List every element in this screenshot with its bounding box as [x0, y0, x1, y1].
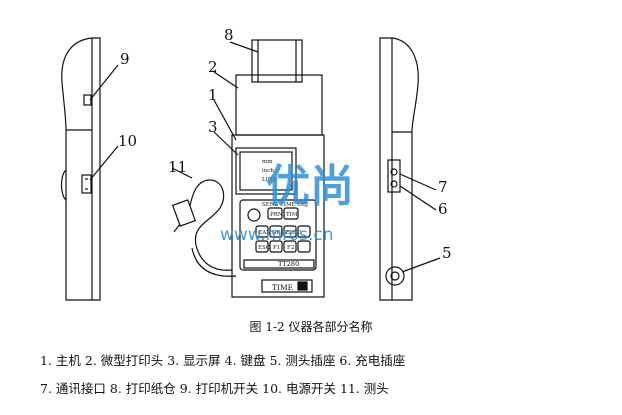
probe-socket [385, 266, 405, 286]
key[interactable] [283, 240, 297, 253]
probe-head [171, 199, 197, 227]
right-side-view [379, 37, 419, 301]
key[interactable] [297, 225, 311, 238]
key-label: F2 [287, 245, 294, 251]
callout-7: 7 [438, 178, 448, 196]
probe [171, 179, 237, 277]
key-label: ESC [258, 245, 270, 251]
key-label: PRN [270, 212, 283, 218]
keypad [239, 199, 317, 271]
power-switch[interactable] [81, 174, 92, 194]
key[interactable] [269, 240, 283, 253]
keypad-header: SENS TIME OBJ [262, 202, 308, 208]
callout-6: 6 [438, 200, 448, 218]
callout-9: 9 [120, 50, 130, 68]
screen-line-2: inch [262, 168, 274, 174]
watermark-url: www.mros.cn [220, 225, 334, 245]
key-label: TIM [286, 212, 298, 218]
leader-lines [89, 41, 441, 273]
callout-10: 10 [118, 132, 137, 150]
charging-socket [390, 180, 398, 188]
key-label: DEL [272, 230, 284, 236]
model-label: TT280 [278, 260, 299, 268]
screen-line-3: LINE [262, 177, 277, 183]
display-screen [235, 147, 297, 195]
left-side-view [60, 37, 101, 301]
key-label: ZERO [285, 230, 302, 236]
comm-port [390, 168, 398, 176]
key-label: CAL [258, 230, 270, 236]
comm-port-panel [387, 159, 401, 193]
figure-caption: 图 1-2 仪器各部分名称 [249, 320, 373, 334]
paper-magazine [251, 39, 303, 83]
callout-8: 8 [224, 26, 234, 44]
legend-line-1: 1. 主机 2. 微型打印头 3. 显示屏 4. 键盘 5. 测头插座 6. 充… [40, 353, 406, 368]
key-label: F1 [273, 245, 280, 251]
key[interactable] [255, 225, 269, 238]
callout-5: 5 [442, 244, 452, 262]
power-key[interactable] [247, 208, 261, 222]
key[interactable] [267, 207, 283, 220]
brand-plate [261, 279, 313, 293]
legend-line-2: 7. 通讯接口 8. 打印纸仓 9. 打印机开关 10. 电源开关 11. 测头 [40, 381, 389, 396]
callout-labels: 8 2 1 3 9 10 11 7 6 5 [118, 26, 452, 262]
callout-1: 1 [208, 86, 218, 104]
front-view [231, 39, 325, 298]
key[interactable] [283, 207, 299, 220]
main-body [231, 134, 325, 298]
callout-11: 11 [168, 158, 187, 176]
device-text: mm inch LINE SENS TIME OBJ PRN TIM CAL D… [258, 159, 308, 292]
printer-switch[interactable] [83, 94, 92, 106]
key[interactable] [283, 225, 297, 238]
callout-3: 3 [208, 118, 218, 136]
key[interactable] [255, 240, 269, 253]
screen-line-1: mm [262, 159, 273, 165]
watermark-logo: 优尚 [266, 161, 354, 212]
callout-2: 2 [208, 58, 218, 76]
brand-label: TIME [272, 283, 293, 292]
key[interactable] [269, 225, 283, 238]
printer-head [235, 74, 323, 136]
key[interactable] [297, 240, 311, 253]
